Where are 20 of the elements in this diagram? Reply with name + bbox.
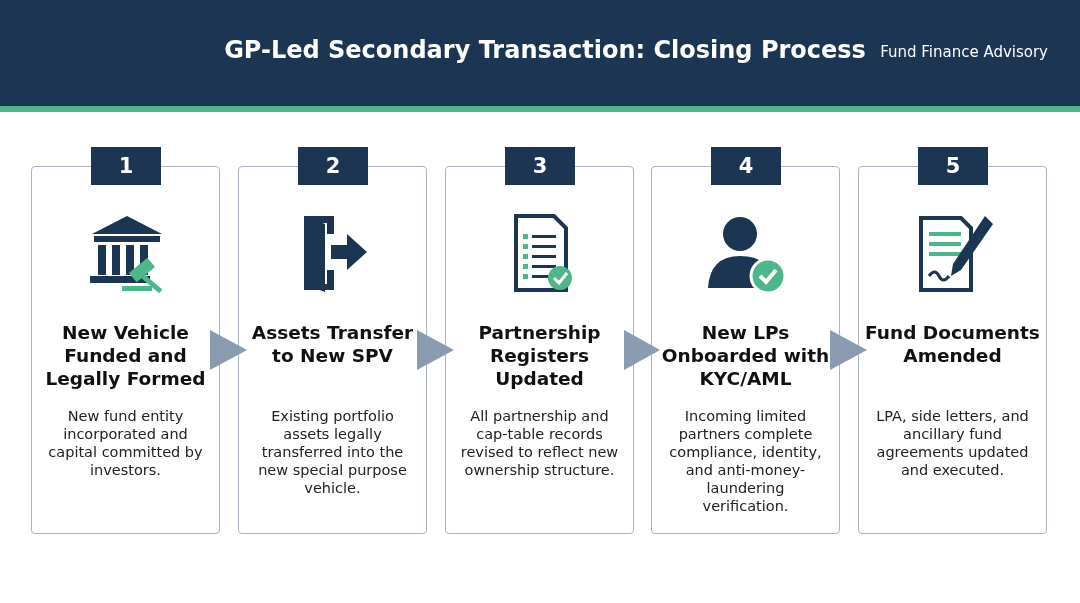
- step-number: 4: [711, 147, 781, 185]
- chevron-arrow: [624, 330, 660, 370]
- chevron-arrow: [210, 330, 247, 370]
- step-heading: Assets Transfer to New SPV: [250, 321, 415, 367]
- step-heading: Partnership Registers Updated: [477, 321, 602, 390]
- step-description: LPA, side letters, and ancillary fund agreements updated and executed.: [875, 407, 1030, 479]
- step-heading: New Vehicle Funded and Legally Formed: [44, 321, 207, 390]
- step-number: 1: [91, 147, 161, 185]
- tagline: Fund Finance Advisory: [880, 43, 1048, 61]
- step-description: Incoming limited partners complete compliance, identity, and anti-money-laundering verification.: [668, 407, 823, 515]
- step-number: 2: [298, 147, 368, 185]
- step-description: Existing portfolio assets legally transferred into the new special purpose vehicle.: [257, 407, 408, 497]
- step-description: All partnership and cap-table records revised to reflect new ownership structure.: [459, 407, 620, 479]
- step-heading: New LPs Onboarded with KYC/AML: [660, 321, 831, 390]
- chevron-arrow: [417, 330, 454, 370]
- step-description: New fund entity incorporated and capital committed by investors.: [47, 407, 204, 479]
- step-heading: Fund Documents Amended: [865, 321, 1040, 367]
- step-number: 3: [505, 147, 575, 185]
- step-number: 5: [918, 147, 988, 185]
- chevron-arrow: [830, 330, 867, 370]
